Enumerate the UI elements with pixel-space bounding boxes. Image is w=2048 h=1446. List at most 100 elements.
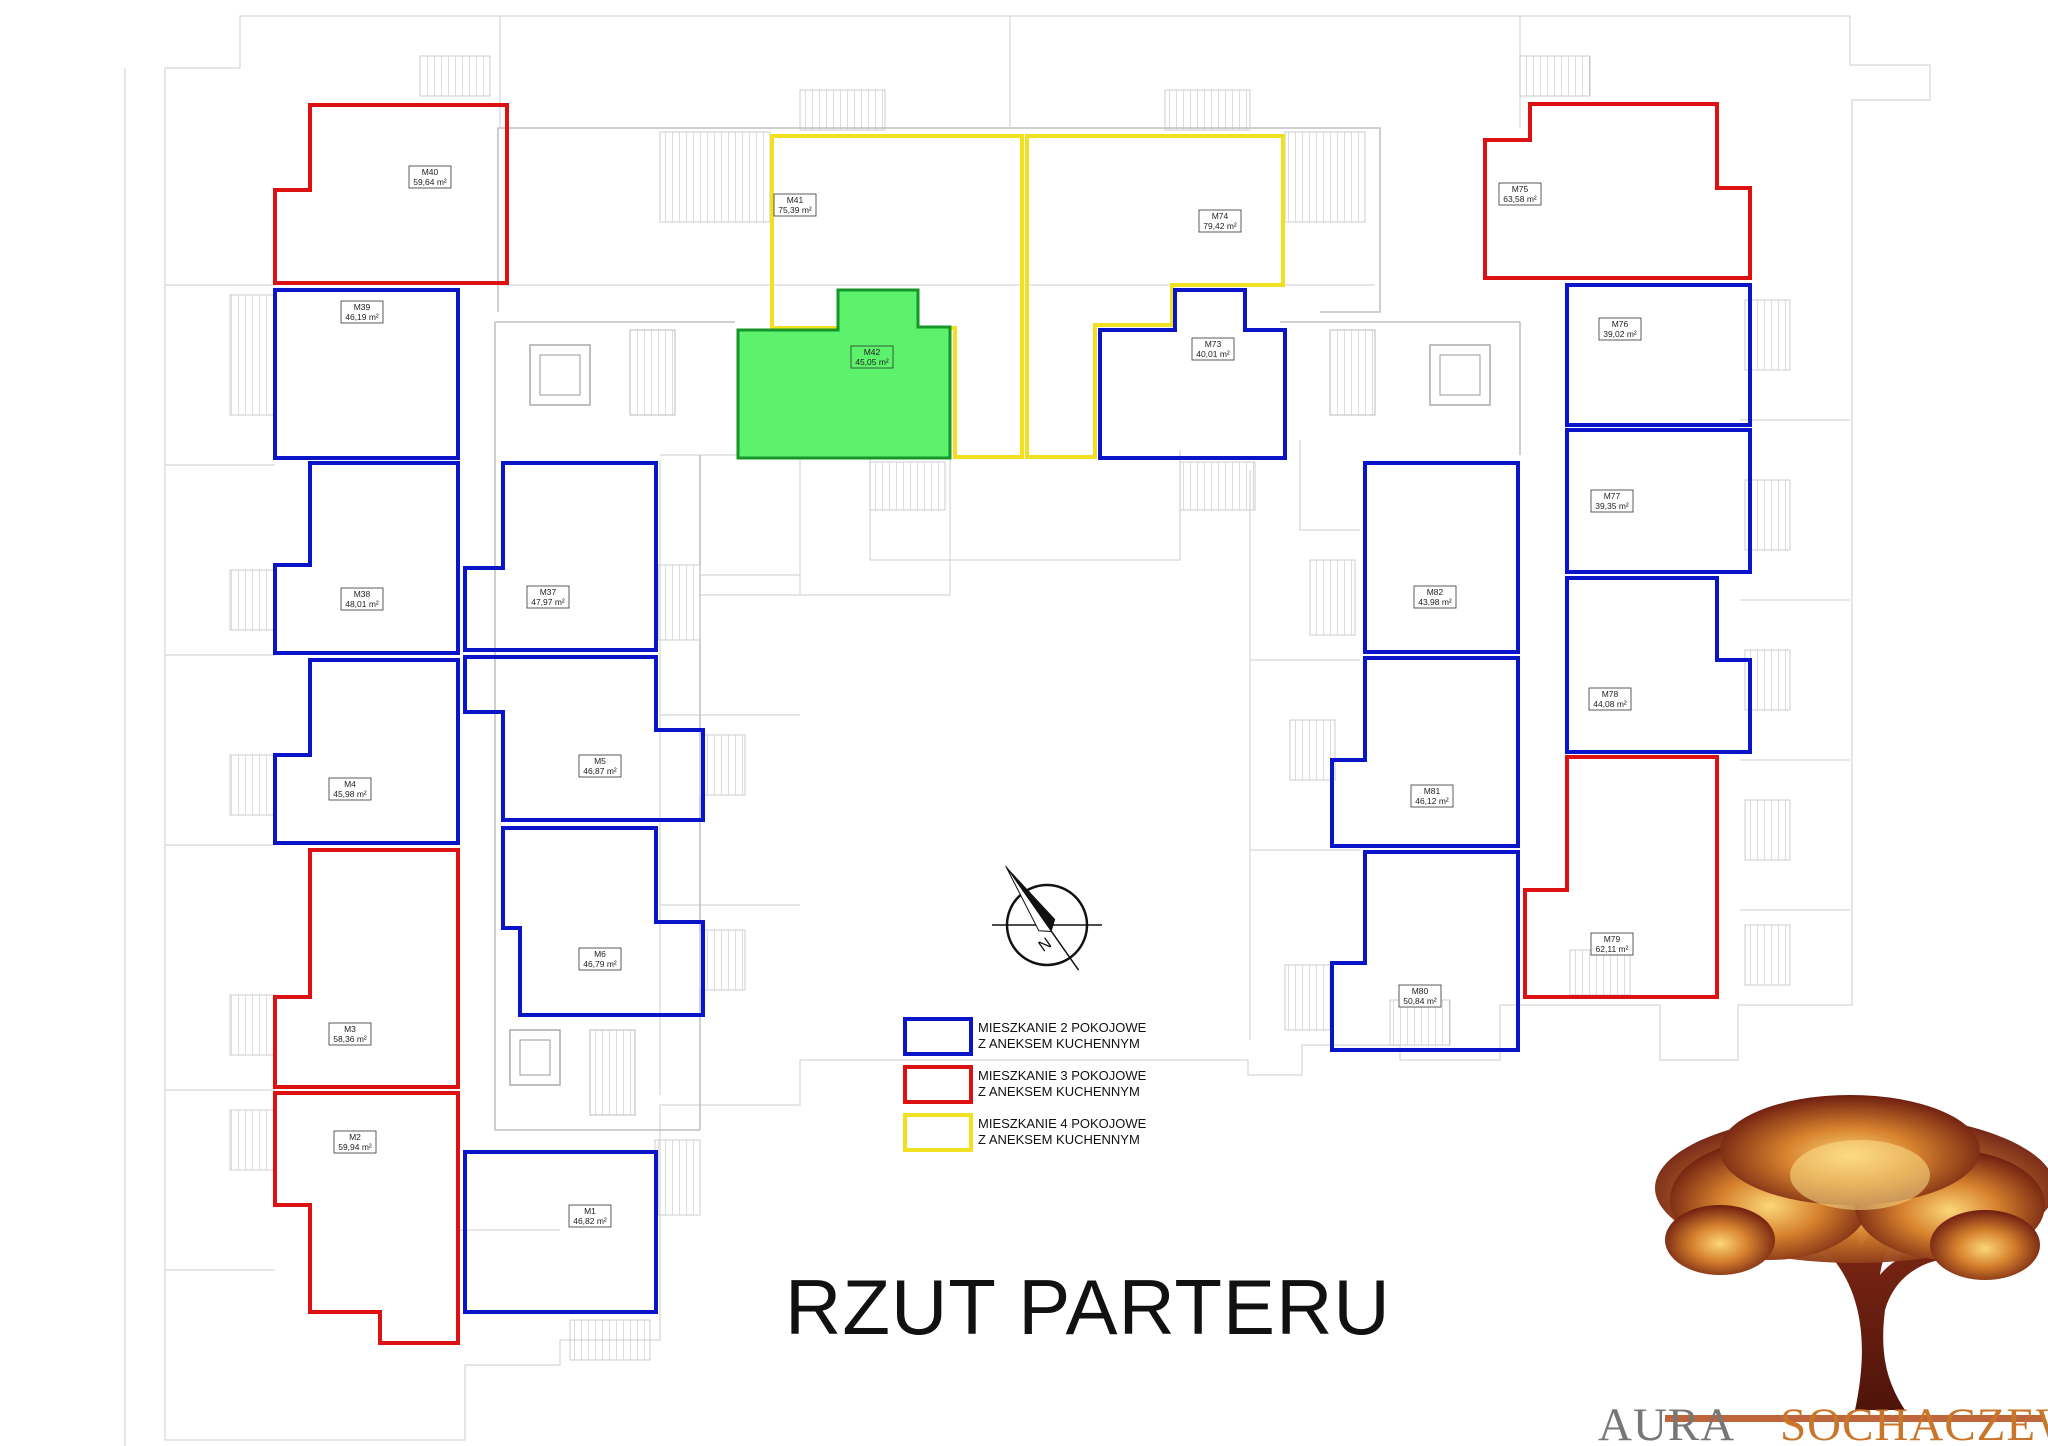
apartment-id: M1 [584,1206,596,1216]
apartment-area: 46,82 m² [573,1216,607,1226]
legend-swatch-four-room [903,1113,973,1152]
apartment-label-box [578,754,622,778]
apartment-outline [1363,461,1520,654]
apartment-id: M4 [344,779,356,789]
apartment-outline [1483,102,1752,280]
apartment-id: M80 [1412,986,1429,996]
apartment-id: M2 [349,1132,361,1142]
apartment-outline [273,461,460,655]
apartment-label-box [568,1204,612,1228]
apartment-label-box [1498,182,1542,206]
apartment-area: 59,64 m² [413,177,447,187]
apartment-id: M6 [594,949,606,959]
apartment-outline [1565,428,1752,574]
apartment-label-box [1398,984,1442,1008]
apartment-area: 46,19 m² [345,312,379,322]
apartment-label-box [1588,687,1632,711]
apartment-label-box [773,193,817,217]
legend-three-room-line1: MIESZKANIE 3 POKOJOWE [978,1068,1147,1083]
apartment-label-box [1590,489,1634,513]
apartment-outline [736,288,952,460]
brand-name-aura: AURA [1598,1399,1735,1446]
apartment-id: M40 [422,167,439,177]
apartment-id: M73 [1205,339,1222,349]
legend-swatch-three-room [903,1065,973,1104]
apartment-id: M74 [1212,211,1229,221]
compass: N [992,865,1102,971]
apartment-outline [273,288,460,460]
apartment-area: 48,01 m² [345,599,379,609]
legend-two-room-line2: Z ANEKSEM KUCHENNYM [978,1036,1140,1051]
apartment-area: 58,36 m² [333,1034,367,1044]
legend-three-room-line2: Z ANEKSEM KUCHENNYM [978,1084,1140,1099]
apartment-outline [1330,850,1520,1052]
apartment-outline [1565,576,1752,754]
apartment-id: M41 [787,195,804,205]
apartment-area: 45,98 m² [333,789,367,799]
apartment-id: M37 [540,587,557,597]
apartment-id: M3 [344,1024,356,1034]
apartment-area: 75,39 m² [778,205,812,215]
legend-swatch-two-room [903,1017,973,1056]
apartment-label-box [1191,337,1235,361]
apartment-outline [501,826,705,1017]
apartment-area: 50,84 m² [1403,996,1437,1006]
legend-two-room-line1: MIESZKANIE 2 POKOJOWE [978,1020,1147,1035]
apartment-id: M81 [1424,786,1441,796]
apartment-outline [1565,283,1752,427]
apartment-id: M82 [1427,587,1444,597]
apartment-label-box [328,1022,372,1046]
apartment-outline [273,658,460,845]
apartment-area: 63,58 m² [1503,194,1537,204]
terraces [229,55,1791,1361]
apartment-id: M5 [594,756,606,766]
apartment-outline [1523,755,1719,999]
apartment-label-box [1413,585,1457,609]
apartment-label-box [1410,784,1454,808]
apartment-area: 62,11 m² [1596,944,1629,954]
apartment-label-box [340,300,384,324]
apartment-area: 39,02 m² [1603,329,1637,339]
apartment-label-box [850,345,894,369]
apartment-outline [1330,656,1520,848]
apartment-id: M76 [1612,319,1629,329]
compass-letter: N [1036,935,1055,956]
apartment-id: M42 [864,347,881,357]
apartment-label-box [1598,317,1642,341]
apartment-outline [1098,288,1287,460]
apartment-outline [273,103,509,285]
apartment-outline [273,848,460,1089]
brand-logo: AURA SOCHACZEW [1598,1095,2048,1446]
tree-icon [1655,1095,2048,1410]
apartment-area: 39,35 m² [1595,501,1629,511]
apartment-id: M75 [1512,184,1529,194]
apartment-outline [273,1091,460,1345]
apartment-label-box [1590,932,1634,956]
legend-four-room-line2: Z ANEKSEM KUCHENNYM [978,1132,1140,1147]
apartment-area: 46,12 m² [1415,796,1449,806]
